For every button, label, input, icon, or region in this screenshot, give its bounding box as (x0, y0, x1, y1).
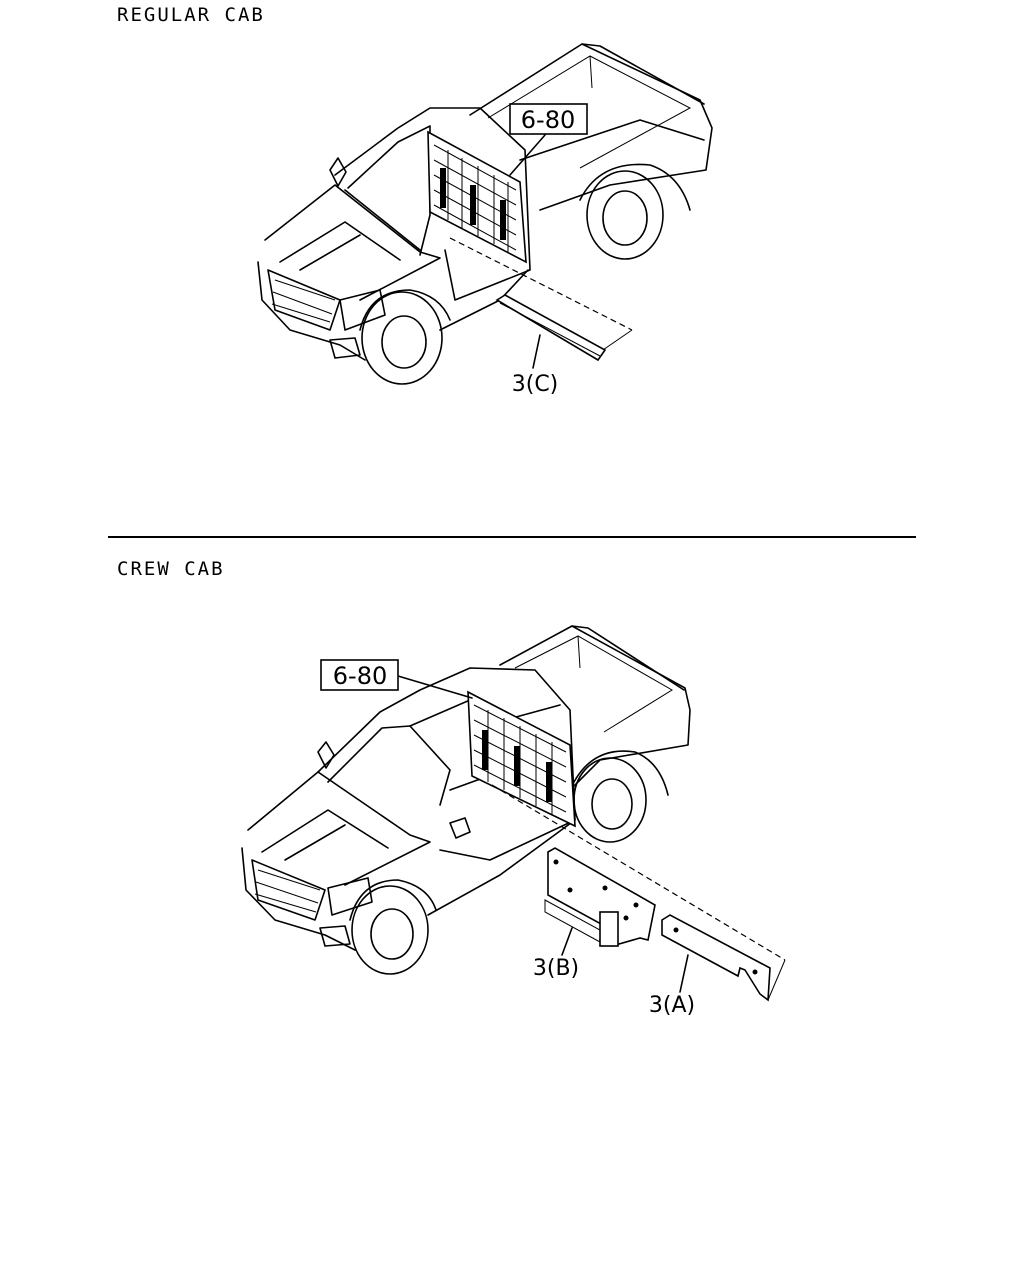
ref-box-label: 6-80 (333, 662, 387, 690)
ref-box-6-80-regular: 6-80 (509, 103, 588, 135)
callout-3b: 3(B) (533, 956, 579, 981)
regular-cab-truck-illustration (257, 43, 713, 385)
crew-cab-truck-illustration (241, 625, 786, 1002)
callout-3c: 3(C) (512, 372, 559, 397)
callout-3a: 3(A) (649, 993, 695, 1018)
section-title-regular-cab: REGULAR CAB (117, 4, 265, 26)
ref-box-label: 6-80 (521, 106, 575, 134)
ref-box-6-80-crew: 6-80 (320, 659, 399, 691)
section-title-crew-cab: CREW CAB (117, 558, 225, 580)
